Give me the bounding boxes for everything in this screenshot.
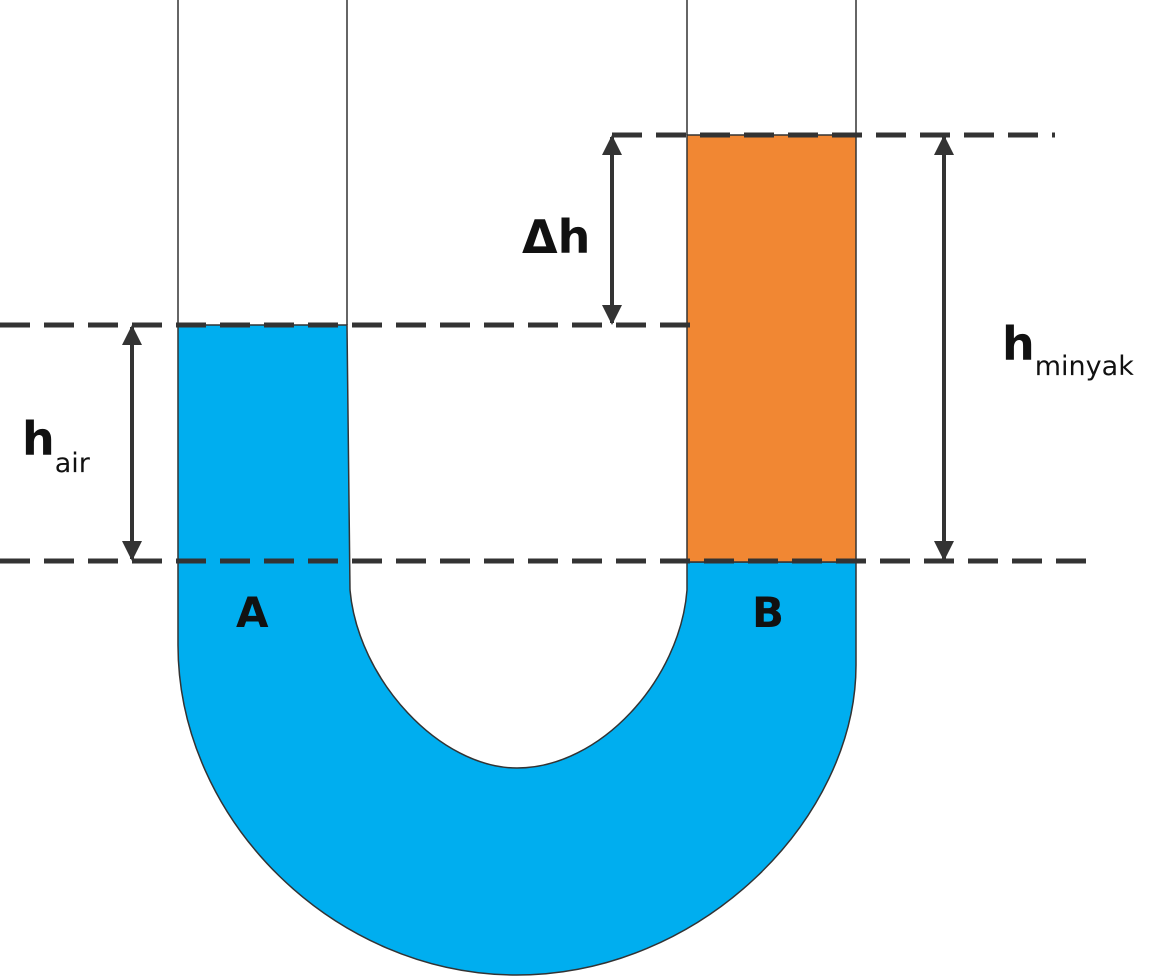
h-minyak-main: h xyxy=(1002,317,1035,371)
h-air-subscript: air xyxy=(55,448,91,479)
h-air-label: hair xyxy=(22,412,91,479)
h-air-main: h xyxy=(22,412,55,466)
water-column xyxy=(177,324,857,976)
delta-h-label: Δh xyxy=(522,210,590,264)
point-a-label: A xyxy=(236,588,269,637)
h-minyak-label: hminyak xyxy=(1002,317,1134,382)
h-minyak-subscript: minyak xyxy=(1035,351,1134,382)
point-b-label: B xyxy=(752,588,784,637)
oil-column xyxy=(686,134,857,563)
